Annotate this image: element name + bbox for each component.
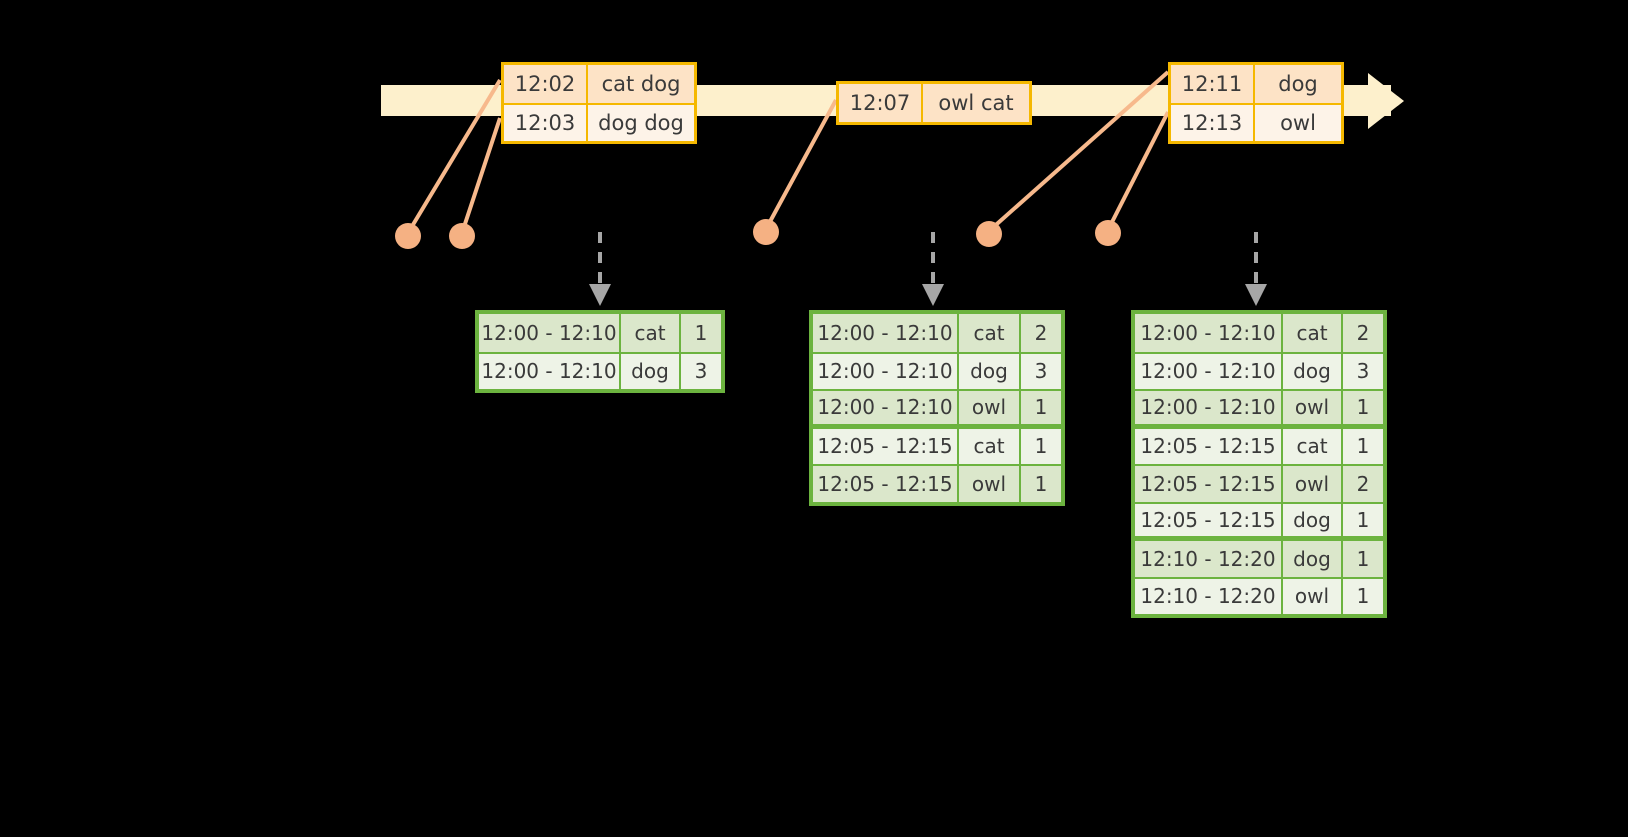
count-cell: 1 <box>1343 578 1383 614</box>
window-cell: 12:05 - 12:15 <box>1135 466 1283 502</box>
event-value: owl cat <box>923 84 1029 122</box>
window-cell: 12:00 - 12:10 <box>1135 353 1283 389</box>
count-cell: 1 <box>1343 503 1383 536</box>
event-row: 12:03 dog dog <box>504 103 694 141</box>
key-cell: dog <box>1283 353 1343 389</box>
event-time: 12:11 <box>1171 65 1255 103</box>
event-time: 12:13 <box>1171 105 1255 141</box>
window-cell: 12:00 - 12:10 <box>479 353 621 389</box>
connector-dot <box>449 223 475 249</box>
count-cell: 3 <box>1021 353 1061 389</box>
event-box-2: 12:07 owl cat <box>836 81 1032 125</box>
key-cell: cat <box>621 314 681 352</box>
window-cell: 12:00 - 12:10 <box>1135 314 1283 352</box>
event-time: 12:03 <box>504 105 588 141</box>
key-cell: cat <box>959 314 1021 352</box>
key-cell: owl <box>959 466 1021 502</box>
key-cell: dog <box>1283 503 1343 536</box>
key-cell: owl <box>1283 391 1343 424</box>
event-time: 12:07 <box>839 84 923 122</box>
event-row: 12:11 dog <box>1171 65 1341 103</box>
key-cell: cat <box>1283 314 1343 352</box>
count-cell: 3 <box>681 353 721 389</box>
event-value: owl <box>1255 105 1341 141</box>
window-cell: 12:00 - 12:10 <box>479 314 621 352</box>
window-cell: 12:10 - 12:20 <box>1135 578 1283 614</box>
connector-dot <box>395 223 421 249</box>
event-row: 12:02 cat dog <box>504 65 694 103</box>
window-cell: 12:00 - 12:10 <box>813 353 959 389</box>
window-cell: 12:00 - 12:10 <box>813 314 959 352</box>
event-box-1: 12:02 cat dog 12:03 dog dog <box>501 62 697 144</box>
count-cell: 1 <box>1021 391 1061 424</box>
count-cell: 1 <box>1343 541 1383 577</box>
count-cell: 3 <box>1343 353 1383 389</box>
key-cell: cat <box>959 428 1021 464</box>
count-cell: 1 <box>1021 466 1061 502</box>
count-cell: 2 <box>1343 466 1383 502</box>
count-cell: 1 <box>681 314 721 352</box>
connector-dot <box>976 221 1002 247</box>
event-row: 12:07 owl cat <box>839 84 1029 122</box>
key-cell: dog <box>621 353 681 389</box>
event-row: 12:13 owl <box>1171 103 1341 141</box>
count-cell: 1 <box>1021 428 1061 464</box>
window-cell: 12:00 - 12:10 <box>813 391 959 424</box>
timeline-arrowhead-icon <box>1368 73 1404 129</box>
down-arrow-icon-3 <box>1245 232 1267 306</box>
event-box-3: 12:11 dog 12:13 owl <box>1168 62 1344 144</box>
count-cell: 2 <box>1343 314 1383 352</box>
down-arrow-icon-1 <box>589 232 611 306</box>
count-cell: 1 <box>1343 428 1383 464</box>
key-cell: owl <box>1283 466 1343 502</box>
connector-dot <box>753 219 779 245</box>
window-cell: 12:05 - 12:15 <box>813 466 959 502</box>
event-time: 12:02 <box>504 65 588 103</box>
count-cell: 2 <box>1021 314 1061 352</box>
window-cell: 12:00 - 12:10 <box>1135 391 1283 424</box>
event-value: cat dog <box>588 65 694 103</box>
window-cell: 12:05 - 12:15 <box>813 428 959 464</box>
key-cell: owl <box>959 391 1021 424</box>
down-arrow-icon-2 <box>922 232 944 306</box>
window-cell: 12:05 - 12:15 <box>1135 428 1283 464</box>
window-cell: 12:10 - 12:20 <box>1135 541 1283 577</box>
count-cell: 1 <box>1343 391 1383 424</box>
event-value: dog <box>1255 65 1341 103</box>
key-cell: cat <box>1283 428 1343 464</box>
key-cell: owl <box>1283 578 1343 614</box>
connector-dot <box>1095 220 1121 246</box>
key-cell: dog <box>959 353 1021 389</box>
key-cell: dog <box>1283 541 1343 577</box>
window-cell: 12:05 - 12:15 <box>1135 503 1283 536</box>
event-value: dog dog <box>588 105 694 141</box>
